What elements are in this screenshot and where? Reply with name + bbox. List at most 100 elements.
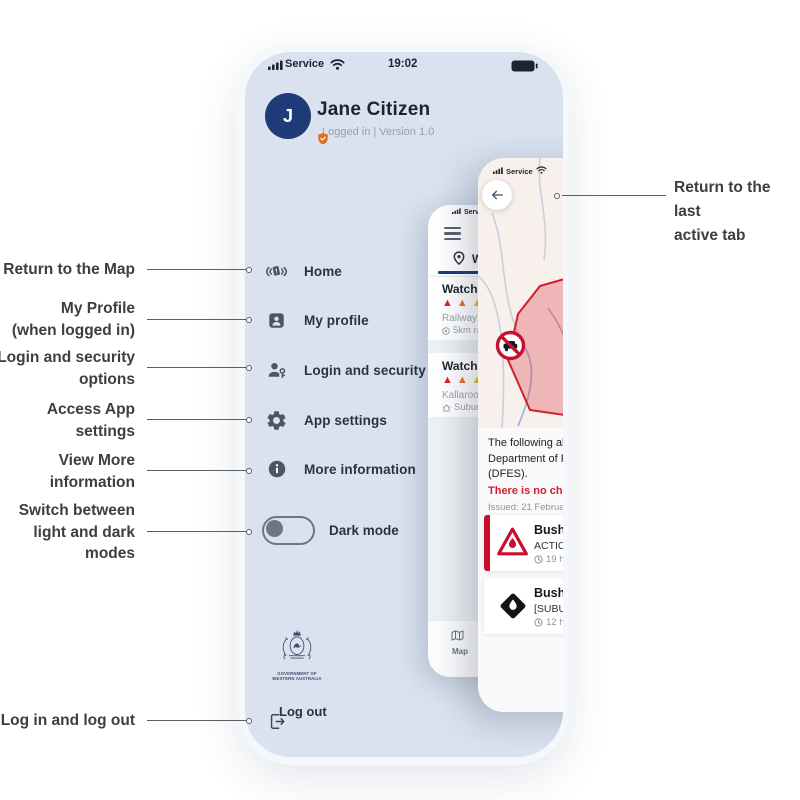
map-tab-label[interactable]: Map <box>452 647 468 656</box>
alert-time-row: 19 ho <box>534 554 563 565</box>
info-icon <box>264 457 289 482</box>
menu-label-my-profile: My profile <box>304 312 369 328</box>
severity-bar <box>484 515 490 571</box>
alert-siren-icon <box>264 259 289 284</box>
alert-paragraph-line1: The following aler <box>488 437 563 449</box>
alert-level: [SUBUR <box>534 603 563 615</box>
alert-title: Bushfir <box>534 586 563 600</box>
watch-zone-title: Watch Z <box>442 359 489 373</box>
bushfire-alert-card[interactable]: Bushfir ACTION 19 ho <box>484 515 563 571</box>
connector-line <box>562 195 666 196</box>
suburb-icon <box>442 403 451 411</box>
mini-carrier-label: Service <box>506 167 533 176</box>
connector-dot <box>246 528 252 535</box>
map-roads <box>478 158 563 428</box>
bushfire-advice-card[interactable]: Bushfir [SUBUR 12 ho <box>484 578 563 634</box>
connector-line <box>147 319 246 320</box>
dark-mode-row: Dark mode <box>262 516 399 545</box>
alert-paragraph-line2: Department of Fir <box>488 452 563 465</box>
login-status-label: Logged in | Version 1.0 <box>322 126 435 138</box>
status-time: 19:02 <box>388 58 418 70</box>
mini-signal-icon <box>493 167 503 176</box>
login-status-row: Logged in | Version 1.0 <box>317 126 435 145</box>
watch-zones-tab[interactable]: W <box>472 254 483 266</box>
annotation-return-last-tab: Return to the last active tab <box>674 179 771 244</box>
watch-zone-card[interactable]: Watch Z ▲▲▲ Railway Par 5km rad <box>428 276 563 340</box>
connector-dot <box>246 364 252 371</box>
clock-icon <box>534 555 543 564</box>
alert-time-row: 12 ho <box>534 617 563 628</box>
menu-item-more-information[interactable]: More information <box>264 456 416 482</box>
warning-triangles-icon: ▲▲▲ <box>442 297 483 309</box>
annotation-my-profile: My Profile (when logged in) <box>11 300 135 339</box>
radius-icon <box>442 326 450 335</box>
dark-mode-label: Dark mode <box>329 523 399 538</box>
gear-icon <box>264 408 289 433</box>
crest-text-line2: WESTERN AUSTRALIA <box>272 676 322 681</box>
map-screen: Service The following aler Department of… <box>478 158 563 712</box>
connector-line <box>147 367 246 368</box>
connector-dot <box>246 717 252 724</box>
logout-button[interactable]: Log out <box>268 704 327 729</box>
tab-underline <box>438 271 490 274</box>
back-arrow-icon <box>492 190 503 200</box>
annotation-more-information: View More information <box>49 452 135 491</box>
connector-line <box>147 419 246 420</box>
toggle-knob <box>266 520 283 537</box>
fire-zone-polygon <box>507 278 563 416</box>
alert-title: Bushfir <box>534 523 563 537</box>
mini-carrier-label: Serv <box>464 209 480 216</box>
mini-wifi-icon <box>536 166 547 176</box>
crest-text-line1: GOVERNMENT OF <box>277 671 317 676</box>
clock-icon <box>534 618 543 627</box>
connector-dot <box>554 192 560 199</box>
issued-date: Issued: 21 February <box>488 502 563 513</box>
mini-status-bar: Serv <box>452 208 479 216</box>
menu-item-my-profile[interactable]: My profile <box>264 307 369 333</box>
connector-dot <box>246 467 252 474</box>
logout-label: Log out <box>279 704 327 719</box>
menu-label-login-security: Login and security <box>304 362 426 378</box>
menu-label-more-information: More information <box>304 461 416 477</box>
profile-name: Jane Citizen <box>317 99 431 120</box>
watch-zone-title: Watch Z <box>442 282 489 296</box>
user-key-icon <box>264 358 289 383</box>
avatar: J <box>265 93 311 139</box>
back-button[interactable] <box>482 180 512 210</box>
menu-item-login-security[interactable]: Login and security <box>264 357 426 383</box>
carrier-label: Service <box>285 58 325 70</box>
connector-dot <box>246 266 252 273</box>
watch-zone-location: Kallaroo <box>442 390 479 401</box>
watch-zone-meta: 5km rad <box>442 325 487 336</box>
alert-paragraph-line3: (DFES). <box>488 468 528 480</box>
annotation-log-in-out: Log in and log out <box>0 712 135 729</box>
map-area[interactable]: Service <box>478 158 563 428</box>
phone-screen: Service 19:02 J Jane Citizen Logged in |… <box>245 52 563 757</box>
connector-line <box>147 269 246 270</box>
annotation-return-to-map: Return to the Map <box>3 261 135 278</box>
dark-mode-toggle[interactable] <box>262 516 315 545</box>
annotation-login-security: Login and security options <box>0 349 135 388</box>
alert-level: ACTION <box>534 540 563 552</box>
menu-label-app-settings: App settings <box>304 412 387 428</box>
menu-item-app-settings[interactable]: App settings <box>264 407 387 433</box>
profile-card-icon <box>264 308 289 333</box>
connector-dot <box>246 316 252 323</box>
watch-zone-meta: Suburb <box>442 402 485 413</box>
watch-zone-location: Railway Par <box>442 313 496 324</box>
menu-label-home: Home <box>304 263 342 279</box>
watch-zone-card[interactable]: Watch Z ▲▲▲ Kallaroo Suburb <box>428 353 563 417</box>
menu-item-home[interactable]: Home <box>264 258 342 284</box>
avatar-initial: J <box>282 105 293 126</box>
mini-status-bar: Service <box>493 166 547 176</box>
connector-line <box>147 720 246 721</box>
annotation-app-settings: Access App settings <box>46 401 135 440</box>
hamburger-menu-icon[interactable] <box>444 227 461 243</box>
mini-signal-icon <box>452 208 461 216</box>
connector-dot <box>246 416 252 423</box>
warning-triangles-icon: ▲▲▲ <box>442 374 483 386</box>
alert-details-sheet: The following aler Department of Fir (DF… <box>478 428 563 712</box>
coat-of-arms-icon <box>282 630 312 660</box>
connector-line <box>147 531 246 532</box>
